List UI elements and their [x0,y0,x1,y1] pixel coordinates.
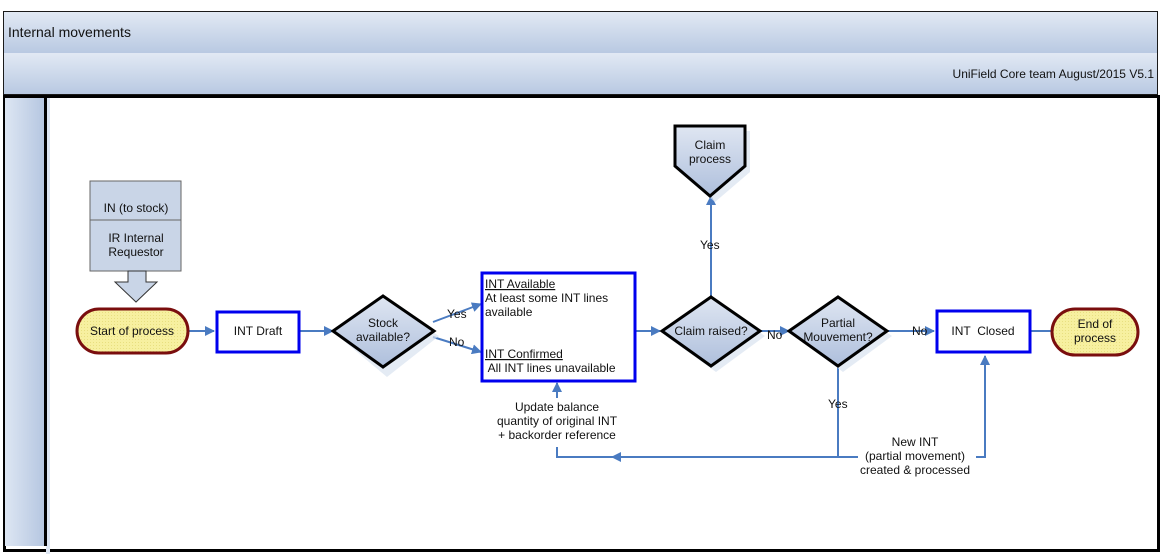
stock-decision-label-1: Stock [368,316,399,330]
claim-yes-label: Yes [700,238,720,252]
credit-text: UniField Core team August/2015 V5.1 [952,67,1154,81]
update-label-3: + backorder reference [498,428,616,442]
int-draft-box: INT Draft [215,310,301,354]
partial-decision-label-2: Mouvement? [803,330,873,344]
claim-process-label-2: process [689,152,731,166]
partial-decision: Partial Mouvement? [786,295,892,372]
int-closed-label: INT Closed [951,324,1014,338]
start-terminator: Start of process [75,307,190,355]
input-ir-requestor [89,219,182,272]
stock-decision-label-2: available? [356,330,410,344]
int-confirmed-line1: All INT lines unavailable [485,361,616,375]
swimlane-header [5,98,47,546]
input-down-arrow-icon [113,270,159,303]
end-label-1: End of [1078,317,1113,331]
update-label-1: Update balance [515,400,599,414]
diagram-title: Internal movements [8,24,131,40]
subtitle-bar: UniField Core team August/2015 V5.1 [3,53,1158,95]
input-bottom-label-2: Requestor [108,245,163,259]
claim-decision: Claim raised? [659,295,765,372]
partial-decision-label-1: Partial [821,316,855,330]
int-draft-label: INT Draft [234,324,283,338]
title-bar: Internal movements [3,11,1158,54]
update-balance-note: Update balance quantity of original INT … [497,400,618,442]
claim-decision-label: Claim raised? [674,324,748,338]
input-in-to-stock [89,180,182,221]
stock-decision: Stock available? [330,294,439,377]
lane-shadow [46,98,50,554]
int-closed-box: INT Closed [935,309,1032,354]
claim-no-label: No [767,328,783,342]
new-int-note: New INT (partial movement) created & pro… [858,434,976,478]
new-int-label-1: New INT [892,435,939,449]
edge-stock-yes [432,302,482,323]
new-int-label-3: created & processed [860,463,970,477]
int-status-box: INT Available At least some INT lines av… [480,271,637,383]
int-confirmed-title: INT Confirmed [485,347,563,361]
update-label-2: quantity of original INT [497,414,618,428]
flow-lines [188,195,1051,462]
stock-no-label: No [449,335,465,349]
int-available-title: INT Available [485,277,556,291]
stock-yes-label: Yes [447,307,467,321]
new-int-label-2: (partial movement) [865,449,965,463]
edge-stock-no [432,336,482,355]
end-terminator: End of process [1050,307,1140,357]
partial-yes-label: Yes [828,397,848,411]
end-label-2: process [1074,331,1116,345]
input-bottom-label-1: IR Internal [108,231,163,245]
claim-process-label-1: Claim [695,138,726,152]
input-top-label: IN (to stock) [104,201,169,215]
start-label: Start of process [90,324,174,338]
claim-process-offpage: Claim process [673,124,750,202]
int-available-line2: available [485,305,533,319]
partial-no-label: No [912,324,928,338]
int-available-line1: At least some INT lines [485,291,608,305]
input-block: IN (to stock) IR Internal Requestor [89,180,182,303]
